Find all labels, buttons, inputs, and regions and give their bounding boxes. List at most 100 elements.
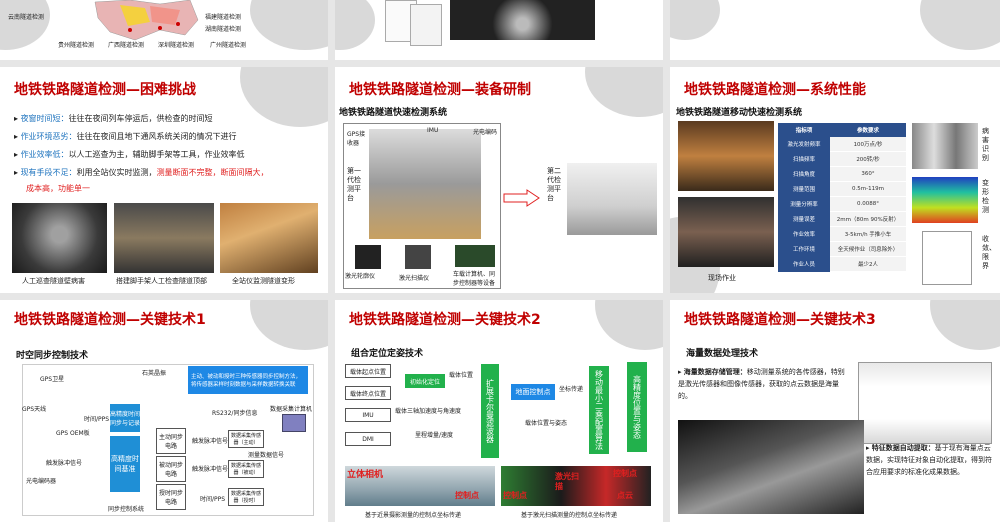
input-box: 载体终点位置 bbox=[345, 386, 391, 400]
active-sync-box: 主动同步电路 bbox=[156, 428, 186, 454]
slide-subtitle: 时空同步控制技术 bbox=[16, 351, 89, 361]
map-label: 福建隧道检测 bbox=[205, 14, 242, 21]
photo-caption: 全站仪监测隧道变形 bbox=[232, 277, 295, 285]
diagram-label: GPS卫星 bbox=[40, 376, 65, 383]
map-label: 广西隧道检测 bbox=[108, 42, 145, 49]
input-box: IMU bbox=[345, 408, 391, 422]
laser-profiler-photo bbox=[355, 245, 381, 269]
diagram-label: RS232/同步信息 bbox=[212, 410, 258, 417]
paragraph-extraction: ▸ 特征数据自动提取：基于现有海量点云数据，实现特征对象自动化提取，得到符合应用… bbox=[866, 444, 992, 476]
ground-control-box: 地面控制点 bbox=[511, 384, 555, 400]
flow-label: 载体位置与姿态 bbox=[525, 420, 568, 427]
computer-label: 车载计算机、同步控制器等设备 bbox=[453, 271, 496, 287]
gen2-platform-photo bbox=[567, 163, 657, 235]
flow-label: 里程增量/速度 bbox=[415, 432, 454, 439]
slide-title: 地铁铁路隧道检测—系统性能 bbox=[684, 82, 866, 98]
slide-title: 地铁铁路隧道检测—关键技术1 bbox=[14, 312, 206, 328]
point-cloud-image bbox=[678, 420, 864, 514]
field-work-photo bbox=[678, 121, 774, 191]
decor-blob bbox=[240, 67, 328, 127]
decor-blob bbox=[920, 0, 1000, 50]
total-station-photo bbox=[220, 203, 318, 273]
input-box: DMI bbox=[345, 432, 391, 446]
gen1-label: 第一代检测平台 bbox=[347, 167, 361, 202]
bullet-item: ▸ 作业环境恶劣：往往在夜间且地下通风系统关闭的情况下进行 bbox=[14, 132, 237, 141]
time-base-box: 高精度时间基准 bbox=[110, 436, 140, 492]
smoothing-box: 移动最小二乘配置算法 bbox=[589, 366, 609, 454]
side-label: 病害识别 bbox=[982, 127, 989, 162]
decor-blob bbox=[585, 67, 663, 117]
paragraph-storage: ▸ 海量数据存储管理：移动测量系统的各传感器，特别是激光传感器和图像传感器，获取… bbox=[678, 368, 845, 400]
decor-blob bbox=[250, 0, 328, 50]
table-header: 指标项 bbox=[778, 123, 830, 137]
slide-title: 地铁铁路隧道检测—关键技术2 bbox=[349, 312, 541, 328]
slide-title: 地铁铁路隧道检测—困难挑战 bbox=[14, 82, 196, 98]
slide-equipment[interactable]: 地铁铁路隧道检测—装备研制 地铁铁路隧道快速检测系统 GPS接收器 IMU 光电… bbox=[335, 67, 663, 293]
laser-scanner-photo bbox=[405, 245, 431, 269]
diagram-label: GPS天线 bbox=[22, 406, 47, 413]
slide-key-tech-2[interactable]: 地铁铁路隧道检测—关键技术2 组合定位定姿技术 载体起点位置 载体终点位置 IM… bbox=[335, 300, 663, 522]
photo-caption: 现场作业 bbox=[708, 274, 736, 282]
slide-key-tech-1[interactable]: 地铁铁路隧道检测—关键技术1 时空同步控制技术 主动、被动和授时三种传感器同步控… bbox=[0, 300, 328, 522]
gen1-platform-photo bbox=[369, 129, 481, 239]
slide-key-tech-3[interactable]: 地铁铁路隧道检测—关键技术3 海量数据处理技术 ▸ 海量数据存储管理：移动测量系… bbox=[670, 300, 1000, 522]
input-box: 载体起点位置 bbox=[345, 364, 391, 378]
table-row: 工作环境全天候作业（司息除外） bbox=[778, 241, 906, 257]
photo-label: 点云 bbox=[617, 491, 633, 500]
imu-label: IMU bbox=[427, 127, 439, 134]
diagram-label: 触发脉冲信号 bbox=[46, 460, 83, 467]
bullet-item: 成本高，功能单一 bbox=[26, 184, 90, 193]
scaffold-photo bbox=[114, 203, 214, 273]
deformation-heatmap bbox=[912, 177, 978, 223]
bullet-item: ▸ 夜窗时间短：往往在夜间列车停运后，供检查的时间短 bbox=[14, 114, 213, 123]
computer-photo bbox=[455, 245, 495, 267]
diagram-label: 触发脉冲信号 bbox=[192, 438, 229, 445]
diagram-label: 时间/PPS bbox=[200, 496, 226, 503]
stereo-camera-photo bbox=[345, 466, 495, 506]
decor-blob bbox=[930, 300, 1000, 350]
photo-label: 控制点 bbox=[503, 491, 527, 500]
diagram-label: 数据采集计算机 bbox=[270, 406, 313, 413]
gps-label: GPS接收器 bbox=[347, 131, 366, 147]
timing-sync-box: 授时同步电路 bbox=[156, 484, 186, 510]
sync-record-box: 高精度时间同步与记录 bbox=[110, 404, 140, 432]
slide-top-middle[interactable] bbox=[335, 0, 663, 60]
slide-subtitle: 组合定位定姿技术 bbox=[351, 349, 424, 359]
diagram-label: 同步控制系统 bbox=[108, 506, 145, 513]
slide-performance[interactable]: 地铁铁路隧道检测—系统性能 地铁铁路隧道移动快速检测系统 现场作业 指标项参数要… bbox=[670, 67, 1000, 293]
slide-top-left[interactable]: 云南隧道检测 贵州隧道检测 广西隧道检测 深圳隧道检测 广州隧道检测 福建隧道检… bbox=[0, 0, 328, 60]
slide-top-right[interactable] bbox=[670, 0, 1000, 60]
map-label: 深圳隧道检测 bbox=[158, 42, 195, 49]
diagram-label: 测量数据信号 bbox=[248, 452, 285, 459]
decor-blob bbox=[670, 0, 720, 40]
bullet-item: ▸ 作业效率低：以人工巡查为主，辅助脚手架等工具，作业效率低 bbox=[14, 150, 245, 159]
encoder-label: 光电编码 bbox=[473, 129, 498, 136]
slide-subtitle: 地铁铁路隧道移动快速检测系统 bbox=[676, 108, 803, 118]
gen2-label: 第二代检测平台 bbox=[547, 167, 561, 202]
scanner-label: 激光扫描仪 bbox=[399, 275, 430, 282]
flow-label: 坐标传递 bbox=[559, 386, 584, 393]
clearance-diagram bbox=[922, 231, 972, 285]
china-map-image bbox=[94, 0, 199, 41]
slide-subtitle: 地铁铁路隧道快速检测系统 bbox=[339, 108, 448, 118]
passive-sync-box: 被动同步电路 bbox=[156, 456, 186, 482]
arrow-right-icon bbox=[503, 189, 540, 207]
side-label: 收敛、限界 bbox=[982, 235, 996, 270]
flow-label: 载体位置 bbox=[449, 372, 474, 379]
flow-label: 载体三轴加速度与角速度 bbox=[395, 408, 462, 415]
slide-challenges[interactable]: 地铁铁路隧道检测—困难挑战 ▸ 夜窗时间短：往往在夜间列车停运后，供检查的时间短… bbox=[0, 67, 328, 293]
profiler-label: 激光轮廓仪 bbox=[345, 273, 376, 280]
photo-caption: 基于激光扫描测量的控制点坐标传递 bbox=[521, 512, 618, 519]
diagram-label: GPS OEM板 bbox=[56, 430, 90, 437]
table-row: 作业人员最少2人 bbox=[778, 256, 906, 272]
bullet-item: ▸ 现有手段不足：利用全站仪实时监测，测量断面不完整，断面间隔大， bbox=[14, 168, 269, 177]
output-box: 高精度位置与姿态 bbox=[627, 362, 647, 452]
